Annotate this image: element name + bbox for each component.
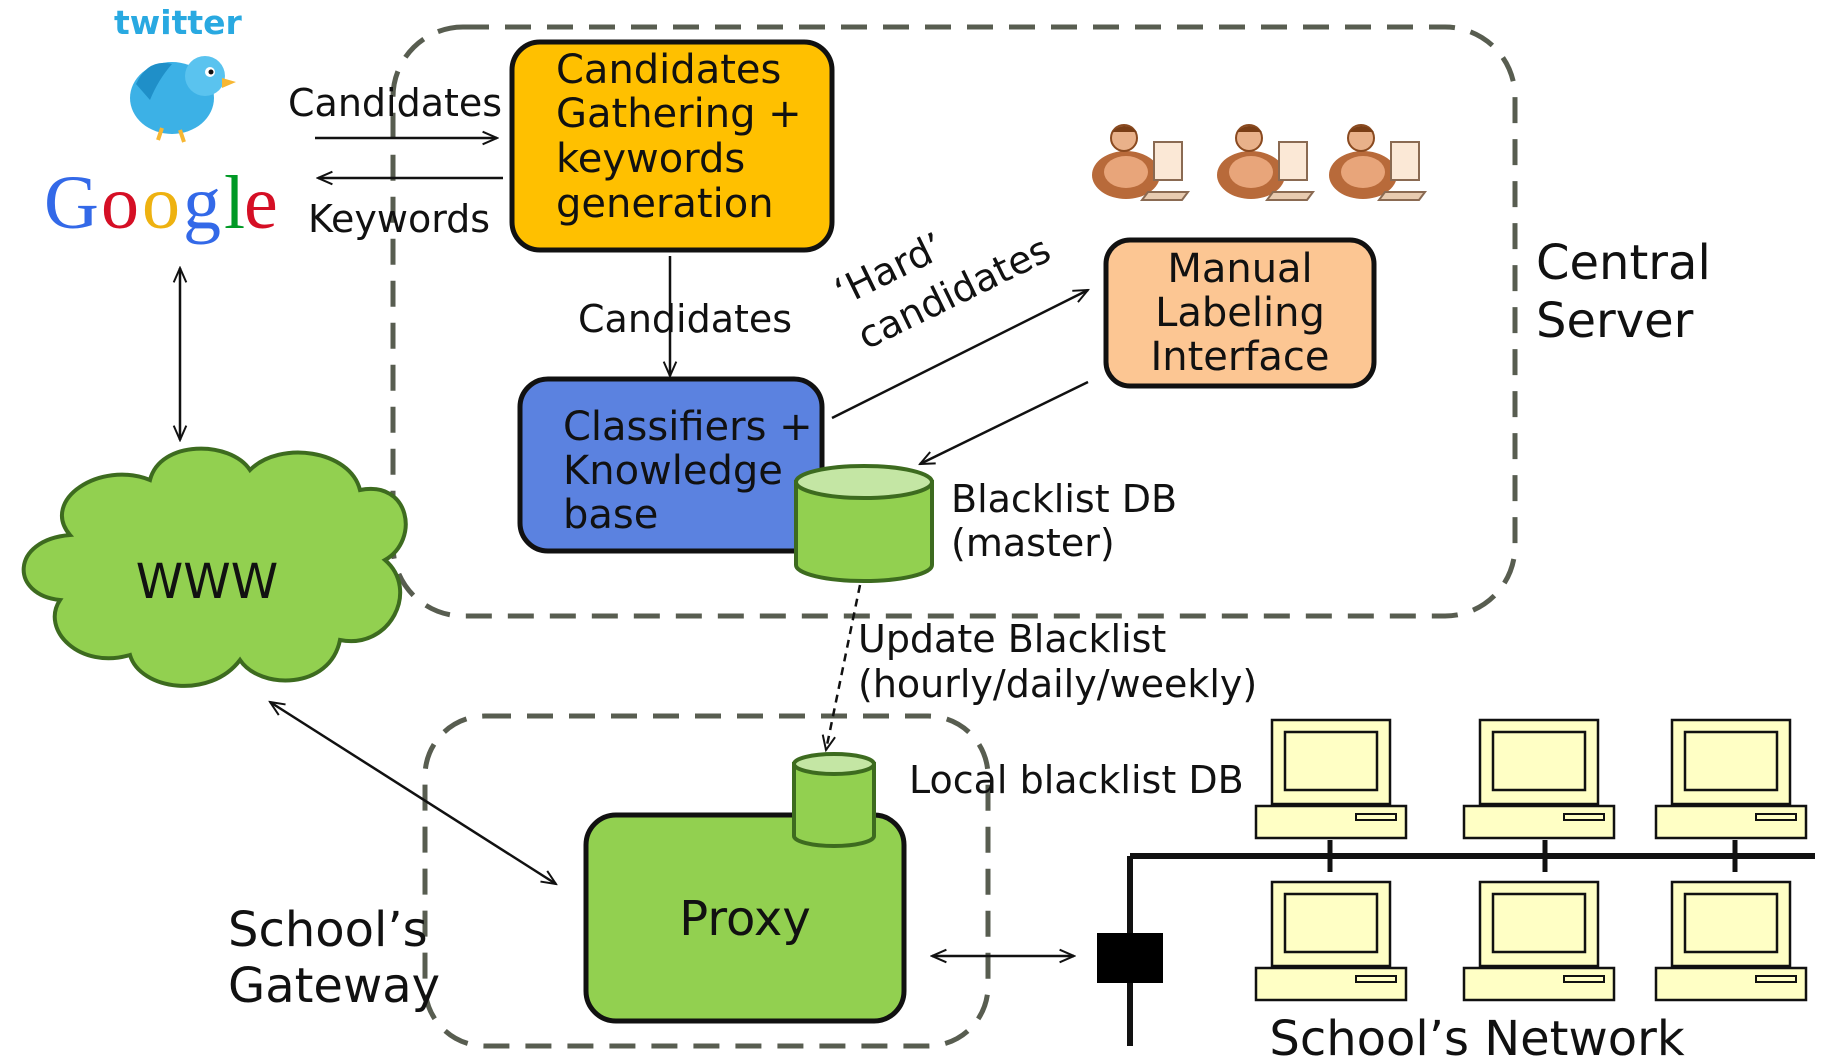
google-letter: o [101,161,139,245]
blacklist-db-cylinder-icon [794,464,934,583]
classifiers-line: Classifiers + [563,404,813,450]
blacklist-db-label: Blacklist DB [951,477,1177,521]
candidates-gathering-box: Candidates Gathering + keywords generati… [509,39,835,253]
www-cloud-icon [21,446,408,688]
school-gateway-label: School’s [228,902,428,958]
gathering-line: Gathering + [556,91,802,137]
manual-line: Interface [1150,334,1329,380]
google-letter: o [142,161,180,245]
school-network-label: School’s Network [1269,1011,1684,1059]
update-blacklist-arrow [826,584,862,750]
proxy-label: Proxy [679,891,810,947]
gathering-line: Candidates [556,47,781,93]
computer-icon [1654,718,1808,840]
computer-icon [1462,880,1616,1002]
manual-line: Manual [1167,246,1312,292]
candidates-down-label: Candidates [578,297,792,341]
computer-icon [1254,718,1408,840]
annotator-person-icon [1328,124,1426,201]
annotator-person-icon [1216,124,1314,201]
update-blacklist-label: (hourly/daily/weekly) [858,662,1257,706]
google-letter: g [183,161,221,245]
twitter-bird-icon [130,56,236,143]
classifiers-line: Knowledge [563,448,783,494]
google-letter: e [244,161,278,245]
central-server-label: Server [1536,293,1694,349]
keywords-in-label: Keywords [308,197,490,241]
school-gateway-label: Gateway [228,958,440,1014]
hard-candidates-arrow [831,288,1088,420]
central-server-label: Central [1536,235,1711,291]
gathering-line: keywords [556,136,745,182]
classifiers-line: base [563,492,658,538]
blacklist-db-label: (master) [951,521,1115,565]
computer-icon [1462,718,1616,840]
gathering-line: generation [556,181,774,227]
twitter-logo: twitter [114,3,243,143]
computer-icon [1654,880,1808,1002]
classifiers-box: Classifiers + Knowledge base [517,376,825,554]
central-server-region [390,24,1518,619]
local-db-label: Local blacklist DB [909,758,1244,802]
local-db-cylinder-icon [792,752,876,848]
proxy-box: Proxy [583,812,907,1024]
www-proxy-arrow [270,702,556,884]
annotator-person-icon [1091,124,1189,201]
google-logo: G o o g l e [44,161,278,245]
network-switch-icon [1097,933,1163,983]
manual-labeling-box: Manual Labeling Interface [1103,237,1377,389]
google-letter: G [44,161,99,245]
google-letter: l [224,161,245,245]
twitter-logo-text: twitter [114,3,243,42]
www-label: WWW [136,554,278,610]
computer-icon [1254,880,1408,1002]
update-blacklist-label: Update Blacklist [858,617,1166,661]
manual-to-db-arrow [920,380,1089,466]
candidates-out-label: Candidates [288,81,502,125]
manual-line: Labeling [1155,290,1325,336]
